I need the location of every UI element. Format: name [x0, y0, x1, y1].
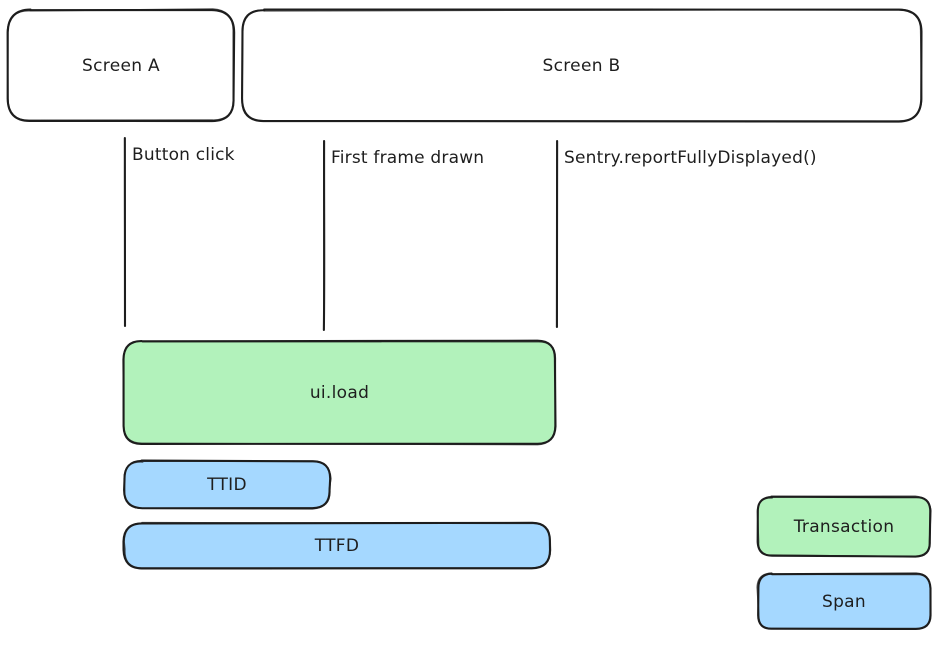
- bar-label-ttid: TTID: [207, 474, 247, 495]
- legend-item-span[interactable]: Span: [756, 572, 932, 630]
- event-label-first-frame: First frame drawn: [331, 148, 485, 168]
- event-marker-first-frame-drawn[interactable]: First frame drawn: [322, 139, 722, 332]
- bar-label-ttfd: TTFD: [314, 535, 360, 556]
- vertical-line-icon: [123, 136, 127, 328]
- bar-label-ui-load: ui.load: [309, 382, 370, 403]
- event-marker-report-fully-displayed[interactable]: Sentry.reportFullyDisplayed(): [555, 139, 941, 329]
- screen-a-label: Screen A: [82, 55, 160, 76]
- legend-label-legend-transaction: Transaction: [793, 516, 895, 537]
- bar-ui-load[interactable]: ui.load: [122, 339, 557, 446]
- legend-item-transaction[interactable]: Transaction: [756, 495, 932, 558]
- screen-box-a[interactable]: Screen A: [6, 8, 236, 123]
- bar-ttfd[interactable]: TTFD: [122, 521, 552, 570]
- vertical-line-icon: [322, 139, 326, 332]
- event-label-fully-displayed: Sentry.reportFullyDisplayed(): [564, 148, 817, 168]
- screen-b-label: Screen B: [542, 55, 621, 76]
- event-marker-button-click[interactable]: Button click: [123, 136, 523, 328]
- screen-box-b[interactable]: Screen B: [241, 8, 923, 123]
- vertical-line-icon: [555, 139, 559, 329]
- bar-ttid[interactable]: TTID: [123, 459, 332, 510]
- event-label-button-click: Button click: [132, 145, 235, 165]
- legend-label-legend-span: Span: [822, 591, 866, 612]
